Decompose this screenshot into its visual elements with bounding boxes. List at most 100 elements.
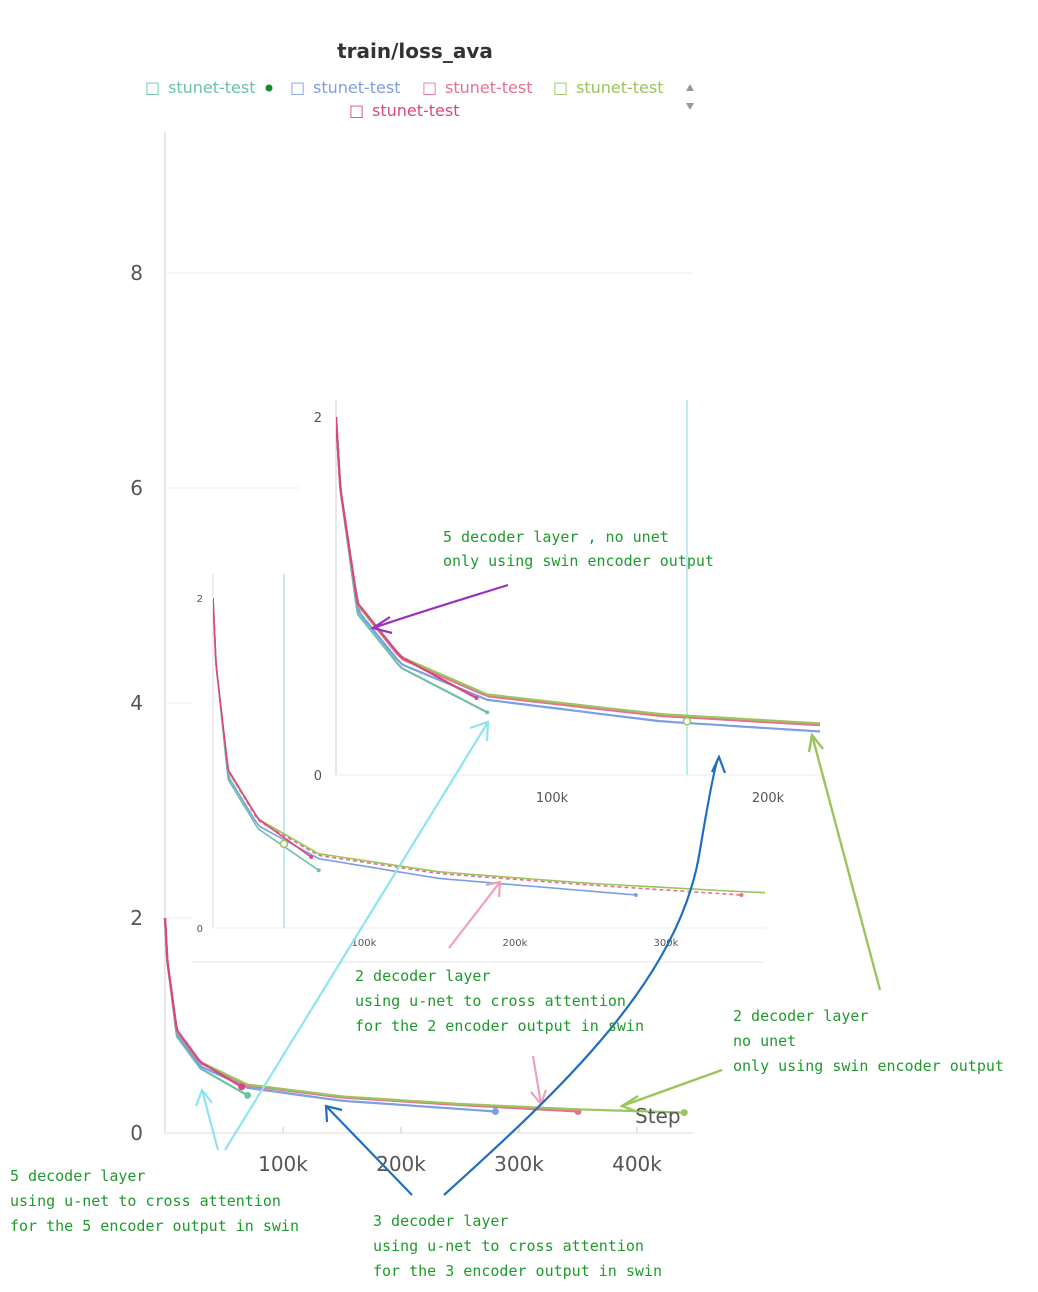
arrow-blue-2-head [324, 1104, 343, 1123]
arrow-purple-head [370, 616, 393, 635]
arrow-pink-2 [531, 1055, 543, 1105]
arrow-blue-head [711, 754, 727, 774]
inset-2-series [336, 416, 943, 741]
note-5-line-2: using u-net to cross attention [373, 1237, 644, 1255]
series-end-point [309, 855, 314, 860]
y-tick-label: 0 [130, 1121, 143, 1145]
note-5-line-1: 3 decoder layer [373, 1212, 508, 1230]
note-3-line-1: 2 decoder layer [733, 1007, 868, 1025]
note-5-line-3: for the 3 encoder output in swin [373, 1262, 662, 1280]
x-tick-label: 100k [258, 1152, 308, 1176]
x-tick-label: 300k [494, 1152, 544, 1176]
inset-2-x-tick: 100k [536, 791, 569, 806]
note-3-line-3: only using swin encoder output [733, 1057, 1004, 1075]
annotation-note-4: 5 decoder layer using u-net to cross att… [10, 1167, 299, 1235]
legend-checkbox-icon[interactable]: □ [145, 78, 160, 97]
main-series [163, 917, 688, 1117]
series-end-point [680, 1109, 688, 1117]
series-end-point [485, 710, 490, 715]
arrow-blue [443, 756, 720, 1196]
annotation-note-5: 3 decoder layer using u-net to cross att… [373, 1212, 662, 1280]
annotation-note-2: 2 decoder layer using u-net to cross att… [355, 967, 644, 1035]
inset-1-y-tick: 0 [197, 924, 203, 935]
legend-item[interactable]: □ stunet-test [290, 78, 401, 97]
series-end-point [474, 696, 479, 701]
note-2-line-3: for the 2 encoder output in swin [355, 1017, 644, 1035]
legend-item[interactable]: □ stunet-test [349, 101, 460, 120]
main-ticks: 0 2 4 6 8 100k 200k 300k 400k [130, 261, 662, 1176]
legend-item[interactable]: □ stunet-test [422, 78, 533, 97]
y-tick-label: 2 [130, 906, 143, 930]
note-4-line-2: using u-net to cross attention [10, 1192, 281, 1210]
arrow-cyan-2 [200, 1089, 220, 1151]
annotation-note-1: 5 decoder layer , no unet only using swi… [443, 528, 714, 570]
inset-2-y-tick: 0 [314, 769, 322, 784]
chart-title: train/loss_ava [337, 39, 493, 63]
arrow-cyan-head [469, 720, 490, 742]
inset-zoom-2: 0 2 100k 200k [300, 395, 943, 810]
note-2-line-2: using u-net to cross attention [355, 992, 626, 1010]
legend-label: stunet-test [168, 78, 256, 97]
x-tick-label: 200k [376, 1152, 426, 1176]
legend-label: stunet-test [313, 78, 401, 97]
series-line [163, 918, 243, 1088]
series-end-point [739, 893, 744, 897]
legend-label: stunet-test [372, 101, 460, 120]
inset-1-y-tick: 2 [197, 594, 203, 605]
legend-label: stunet-test [445, 78, 533, 97]
series-end-point [875, 895, 879, 899]
inset-1-x-tick: 100k [352, 938, 377, 949]
note-4-line-3: for the 5 encoder output in swin [10, 1217, 299, 1235]
inset-2-y-tick: 2 [314, 411, 322, 426]
inset-1-x-tick: 300k [654, 938, 679, 949]
note-1-line-1: 5 decoder layer , no unet [443, 528, 669, 546]
series-line [213, 598, 312, 858]
arrow-olive-2-head [619, 1094, 639, 1114]
legend-item[interactable]: □ stunet-test [553, 78, 664, 97]
legend-scroll-down-icon[interactable] [686, 103, 694, 110]
arrow-olive-head [807, 732, 824, 753]
y-tick-label: 6 [130, 476, 143, 500]
inset-1-hover-marker [279, 839, 289, 849]
y-tick-label: 8 [130, 261, 143, 285]
legend-label: stunet-test [576, 78, 664, 97]
arrow-olive [810, 734, 882, 991]
x-axis-label: Step [635, 1104, 681, 1128]
legend-item[interactable]: □ stunet-test [145, 78, 273, 97]
arrow-pink-head [485, 880, 502, 898]
series-end-point [939, 737, 943, 741]
arrow-cyan-2-head [194, 1087, 213, 1107]
legend-checkbox-icon[interactable]: □ [290, 78, 305, 97]
legend-checkbox-icon[interactable]: □ [553, 78, 568, 97]
inset-2-x-tick: 200k [752, 791, 785, 806]
note-3-line-2: no unet [733, 1032, 796, 1050]
arrow-pink [448, 881, 501, 949]
legend-scroll-up-icon[interactable] [686, 84, 694, 91]
series-line [213, 597, 742, 896]
annotation-arrows [194, 583, 882, 1196]
legend-checkbox-icon[interactable]: □ [422, 78, 437, 97]
series-line [336, 417, 477, 699]
series-end-point [491, 1108, 499, 1115]
arrow-cyan [224, 721, 489, 1151]
note-1-line-2: only using swin encoder output [443, 552, 714, 570]
arrow-olive-2 [621, 1068, 723, 1108]
note-2-line-1: 2 decoder layer [355, 967, 490, 985]
series-end-point [238, 1083, 246, 1091]
inset-2-hover-marker [682, 717, 692, 726]
series-end-point [316, 868, 321, 873]
inset-2-background [300, 395, 820, 810]
series-end-point [633, 893, 638, 897]
legend-checkbox-icon[interactable]: □ [349, 101, 364, 120]
x-tick-label: 400k [612, 1152, 662, 1176]
y-tick-label: 4 [130, 691, 143, 715]
arrow-purple [372, 583, 509, 630]
inset-1-x-tick: 200k [503, 938, 528, 949]
legend: □ stunet-test □ stunet-test □ stunet-test □ stu… [145, 78, 664, 120]
note-4-line-1: 5 decoder layer [10, 1167, 145, 1185]
annotation-note-3: 2 decoder layer no unet only using swin … [733, 1007, 1004, 1075]
series-end-point [244, 1091, 252, 1099]
arrow-blue-2 [325, 1105, 413, 1196]
legend-scroll[interactable] [686, 84, 694, 110]
